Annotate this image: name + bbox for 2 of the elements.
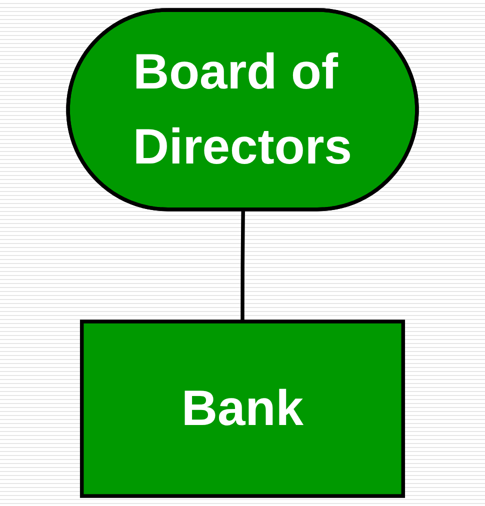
- node-box: Bank: [80, 320, 406, 498]
- connector: [240, 210, 245, 322]
